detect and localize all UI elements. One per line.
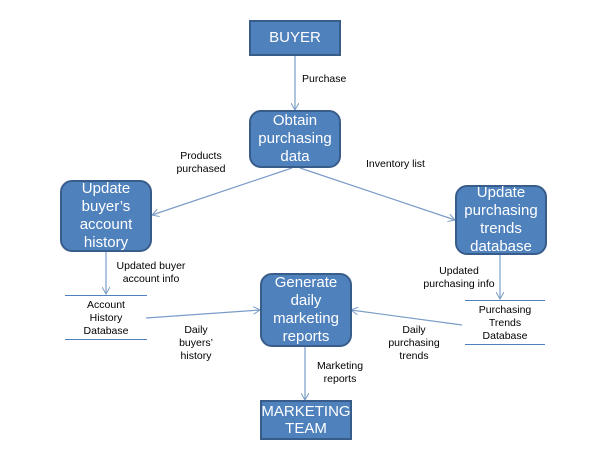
marketing-team-entity: MARKETING TEAM [260,400,352,440]
generate-reports-process: Generate daily marketing reports [260,273,352,347]
update-account-history-process: Update buyer’s account history [60,180,152,252]
label-marketing-reports: Marketing reports [316,360,364,385]
update-purchasing-trends-process: Update purchasing trends database [455,184,547,255]
purchasing-trends-store: Purchasing Trends Database [465,300,545,345]
arrow-inventory-list [299,167,455,220]
label-purchase: Purchase [302,73,347,85]
label-products-purchased: Products purchased [176,150,226,175]
label-daily-purchasing-trends: Daily purchasing trends [388,324,440,362]
arrow-daily-buyers-history [145,310,260,319]
arrow-products-purchased [152,167,293,215]
label-updated-purchasing-info: Updated purchasing info [423,265,495,290]
arrow-daily-purchasing-trends [351,310,463,326]
buyer-entity: BUYER [249,20,341,56]
label-daily-buyers-history: Daily buyers’ history [179,324,213,362]
label-updated-buyer-info: Updated buyer account info [116,260,186,285]
account-history-store: Account History Database [65,295,147,340]
label-inventory-list: Inventory list [366,158,425,170]
obtain-purchasing-data-process: Obtain purchasing data [249,110,341,168]
